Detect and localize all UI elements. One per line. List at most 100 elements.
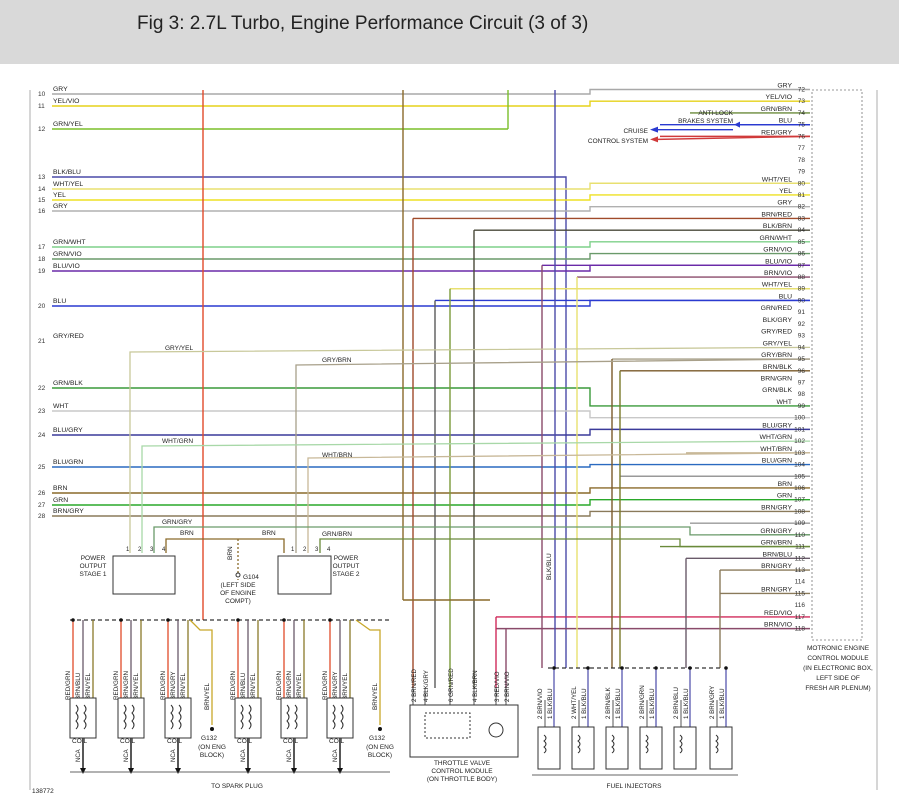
power-output-stage-1 bbox=[112, 555, 176, 595]
right-pin-98: 98 bbox=[798, 391, 806, 398]
right-wire-label: BRN/RED bbox=[761, 211, 792, 218]
splice-dot bbox=[688, 666, 692, 670]
brn-yel-label: BRN/YEL bbox=[204, 683, 211, 710]
right-pin-101: 101 bbox=[794, 426, 805, 433]
injector-wire-label: 1 BLK/BLU bbox=[683, 688, 690, 719]
ignition-coil-4 bbox=[234, 697, 262, 739]
right-pin-88: 88 bbox=[798, 274, 806, 281]
right-wire-label: BLU bbox=[779, 293, 792, 300]
g104-label: G104 bbox=[243, 574, 259, 581]
right-pin-82: 82 bbox=[798, 204, 806, 211]
right-pin-116: 116 bbox=[795, 602, 806, 609]
nca-label: NCA bbox=[333, 749, 339, 762]
harness-wires bbox=[52, 88, 811, 770]
right-pin-80: 80 bbox=[798, 180, 806, 187]
right-wire-label: GRY/BRN bbox=[761, 352, 792, 359]
right-wire-label: BRN/VIO bbox=[764, 270, 792, 277]
coil-label: COIL bbox=[72, 738, 88, 745]
injector-winding-icon bbox=[679, 734, 683, 754]
splice-dot bbox=[552, 666, 556, 670]
right-wire-label: GRN/GRY bbox=[760, 528, 792, 535]
fuel-injector-4 bbox=[639, 726, 663, 770]
left-wire-label: BRN/GRY bbox=[53, 508, 84, 515]
right-pin-74: 74 bbox=[798, 110, 806, 117]
coil-winding-icon bbox=[75, 704, 79, 730]
left-pin-17: 17 bbox=[38, 244, 46, 251]
right-wire-label: GRY/RED bbox=[761, 329, 792, 336]
through-wire bbox=[52, 510, 810, 517]
right-wire-label: WHT/GRN bbox=[760, 434, 793, 441]
right-pin-115: 115 bbox=[795, 590, 806, 597]
right-pin-96: 96 bbox=[798, 368, 806, 375]
right-pin-118: 118 bbox=[795, 626, 806, 633]
left-wire-label: GRN/YEL bbox=[53, 121, 83, 128]
left-pin-25: 25 bbox=[38, 464, 46, 471]
through-wire bbox=[52, 182, 810, 190]
nca-label: NCA bbox=[287, 749, 293, 762]
coil-wire-label: BRN/GRN bbox=[286, 671, 293, 700]
right-pin-108: 108 bbox=[794, 508, 805, 515]
ignition-coil-5 bbox=[280, 697, 308, 739]
stage1-label: POWER bbox=[81, 555, 106, 562]
right-pin-72: 72 bbox=[798, 87, 806, 94]
coil-wire-label: RED/GRN bbox=[230, 671, 237, 700]
splice-dot bbox=[328, 618, 332, 622]
through-wire bbox=[52, 241, 810, 248]
coil-winding-icon bbox=[123, 704, 127, 730]
mid-wire-label: BRN bbox=[180, 530, 194, 537]
coil-wire-label: BRN/GRY bbox=[332, 671, 339, 700]
wiring-diagram: 10GRY11YEL/VIO12GRN/YEL13BLK/BLU14WHT/YE… bbox=[29, 83, 878, 795]
right-wire-label: RED/VIO bbox=[764, 610, 792, 617]
right-wire-label: BRN bbox=[778, 481, 792, 488]
pin-number: 3 bbox=[150, 547, 154, 553]
through-wire bbox=[52, 88, 810, 95]
right-pin-113: 113 bbox=[795, 567, 806, 574]
brn-ground-label: BRN bbox=[227, 546, 234, 560]
ecm-label: LEFT SIDE OF bbox=[816, 675, 860, 682]
anti-lock-label: BRAKES SYSTEM bbox=[678, 118, 733, 125]
right-wire-label: BLU/GRN bbox=[762, 458, 792, 465]
stage2-label: STAGE 2 bbox=[333, 571, 360, 578]
nca-label: NCA bbox=[241, 749, 247, 762]
pin-number: 2 bbox=[303, 547, 307, 553]
grn-gry bbox=[153, 526, 810, 553]
left-wire-label: BLU/VIO bbox=[53, 263, 80, 270]
coil-wire-label: RED/GRN bbox=[322, 671, 329, 700]
injector-winding-icon bbox=[543, 734, 547, 754]
through-wire bbox=[52, 252, 810, 260]
right-pin-81: 81 bbox=[798, 192, 806, 199]
left-pin-24: 24 bbox=[38, 432, 46, 439]
right-pin-110: 110 bbox=[795, 532, 806, 539]
right-pin-105: 105 bbox=[794, 473, 805, 480]
grn-brn bbox=[319, 538, 810, 553]
right-pin-111: 111 bbox=[795, 544, 805, 551]
right-wire-label: BRN/BLU bbox=[763, 551, 793, 558]
left-wire-label: GRN/WHT bbox=[53, 239, 85, 246]
nca-label: NCA bbox=[124, 749, 130, 762]
right-pin-85: 85 bbox=[798, 239, 806, 246]
right-wire-label: WHT/YEL bbox=[762, 282, 792, 289]
ignition-coil-3 bbox=[164, 697, 192, 739]
mid-wire-label: GRY/BRN bbox=[322, 357, 352, 364]
left-pin-26: 26 bbox=[38, 490, 46, 497]
right-pin-106: 106 bbox=[794, 485, 805, 492]
injector-winding-icon bbox=[611, 734, 615, 754]
right-pin-76: 76 bbox=[798, 133, 806, 140]
left-wire-label: BLU/GRN bbox=[53, 459, 83, 466]
throttle-wire-label: 6 GRN/RED bbox=[448, 668, 455, 702]
ignition-coil-2 bbox=[117, 697, 145, 739]
through-wire bbox=[52, 205, 810, 212]
right-wire-label: BRN/BLK bbox=[763, 364, 793, 371]
cruise-label: CONTROL SYSTEM bbox=[588, 138, 648, 145]
arrow-down-icon bbox=[80, 768, 86, 774]
brn-stage1 bbox=[165, 538, 238, 553]
splice-dot bbox=[586, 666, 590, 670]
brn-yel-g132a bbox=[189, 619, 213, 725]
right-pin-112: 112 bbox=[795, 555, 806, 562]
injector-winding-icon bbox=[645, 734, 649, 754]
gry-brn bbox=[295, 358, 811, 553]
through-wire bbox=[52, 194, 810, 201]
right-wire-label: GRN/BRN bbox=[761, 106, 792, 113]
right-wire-label: WHT/YEL bbox=[762, 176, 792, 183]
injector-wire-label: 1 BLK/BLU bbox=[547, 688, 554, 719]
